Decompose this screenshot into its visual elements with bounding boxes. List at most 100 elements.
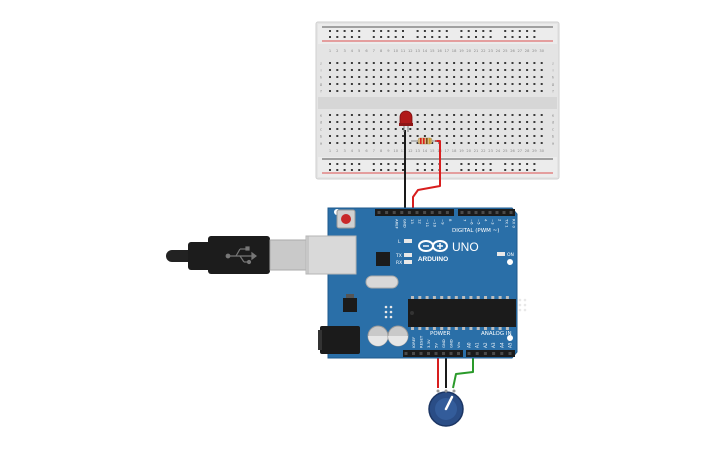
resistor[interactable] (411, 137, 437, 145)
terminal-hole (350, 142, 353, 144)
rail-hole (372, 36, 375, 38)
header-hole[interactable] (385, 211, 389, 214)
column-number: 3 (343, 49, 345, 53)
terminal-hole (467, 90, 470, 92)
header-hole[interactable] (481, 211, 485, 214)
terminal-hole (496, 135, 499, 137)
header-hole[interactable] (419, 352, 423, 355)
terminal-hole (533, 142, 536, 144)
breadboard[interactable]: 1122334455667788991010111112121313141415… (315, 21, 560, 180)
terminal-hole (350, 83, 353, 85)
digital-pin-label: AREF (395, 219, 400, 229)
terminal-hole (329, 83, 331, 85)
digital-pin-label: 8 (448, 219, 453, 222)
usb-cable[interactable] (166, 235, 359, 275)
wire-green-a0-pot[interactable] (452, 356, 474, 389)
header-hole[interactable] (508, 352, 512, 355)
terminal-hole (482, 114, 485, 116)
header-hole[interactable] (392, 211, 396, 214)
header-hole[interactable] (492, 352, 496, 355)
terminal-hole (482, 83, 485, 85)
header-hole[interactable] (475, 352, 479, 355)
terminal-hole (372, 69, 375, 71)
rail-hole (423, 36, 426, 38)
led[interactable] (399, 110, 413, 132)
terminal-hole (387, 114, 390, 116)
terminal-hole (489, 62, 492, 64)
row-letter: e (320, 112, 323, 117)
header-hole[interactable] (400, 211, 404, 214)
header-hole[interactable] (457, 352, 460, 355)
header-hole[interactable] (509, 211, 513, 214)
terminal-hole (518, 69, 521, 71)
terminal-hole (416, 135, 419, 137)
header-hole[interactable] (449, 352, 453, 355)
chip-pin (425, 296, 429, 299)
terminal-hole (533, 62, 536, 64)
header-hole[interactable] (467, 352, 471, 355)
terminal-hole (475, 128, 477, 130)
on-led (497, 252, 505, 256)
terminal-hole (387, 128, 390, 130)
column-number: 24 (496, 49, 501, 53)
terminal-hole (511, 121, 514, 123)
terminal-hole (394, 69, 397, 71)
rail-hole (394, 163, 397, 165)
header-hole[interactable] (474, 211, 478, 214)
rail-hole (394, 36, 397, 38)
reset-button[interactable] (336, 209, 356, 229)
header-hole[interactable] (404, 352, 408, 355)
terminal-hole (329, 114, 331, 116)
terminal-hole (453, 69, 456, 71)
column-number: 6 (365, 49, 368, 53)
header-hole[interactable] (445, 211, 449, 214)
terminal-hole (431, 135, 434, 137)
rail-hole (511, 169, 514, 171)
wires[interactable] (404, 130, 474, 389)
power-jack[interactable] (318, 326, 360, 354)
terminal-hole (445, 121, 448, 123)
header-hole[interactable] (483, 352, 487, 355)
terminal-hole (475, 142, 477, 144)
rail-hole (438, 36, 441, 38)
header-hole[interactable] (407, 211, 411, 214)
column-number: 9 (387, 149, 390, 153)
terminal-hole (409, 62, 412, 64)
rail-hole (336, 169, 339, 171)
potentiometer[interactable] (428, 389, 464, 427)
header-hole[interactable] (502, 211, 506, 214)
terminal-hole (526, 83, 529, 85)
header-hole[interactable] (500, 352, 504, 355)
header-hole[interactable] (438, 211, 442, 214)
header-hole[interactable] (427, 352, 430, 355)
terminal-hole (380, 142, 383, 144)
header-hole[interactable] (412, 352, 415, 355)
header-hole[interactable] (430, 211, 434, 214)
terminal-hole (409, 135, 412, 137)
header-hole[interactable] (467, 211, 471, 214)
arduino-board[interactable]: L TX RX ON ARDUINO UNO DIGITAL (PWM ~) P… (307, 207, 527, 359)
terminal-hole (387, 142, 390, 144)
rail-hole (431, 30, 434, 32)
rail-hole (526, 30, 529, 32)
terminal-hole (365, 121, 368, 123)
wire-red-resistor-pin13[interactable] (412, 140, 441, 212)
header-hole[interactable] (377, 211, 381, 214)
header-hole[interactable] (442, 352, 445, 355)
digital-pin-label: GND (402, 219, 407, 228)
terminal-hole (343, 83, 346, 85)
terminal-hole (453, 114, 456, 116)
header-hole[interactable] (495, 211, 499, 214)
column-number: 17 (445, 149, 450, 153)
terminal-hole (365, 90, 368, 92)
header-hole[interactable] (460, 211, 464, 214)
rail-hole (329, 163, 331, 165)
header-hole[interactable] (415, 211, 419, 214)
header-hole[interactable] (434, 352, 438, 355)
terminal-hole (526, 76, 529, 78)
terminal-hole (380, 121, 383, 123)
header-hole[interactable] (423, 211, 427, 214)
terminal-hole (416, 62, 419, 64)
header-hole[interactable] (488, 211, 492, 214)
